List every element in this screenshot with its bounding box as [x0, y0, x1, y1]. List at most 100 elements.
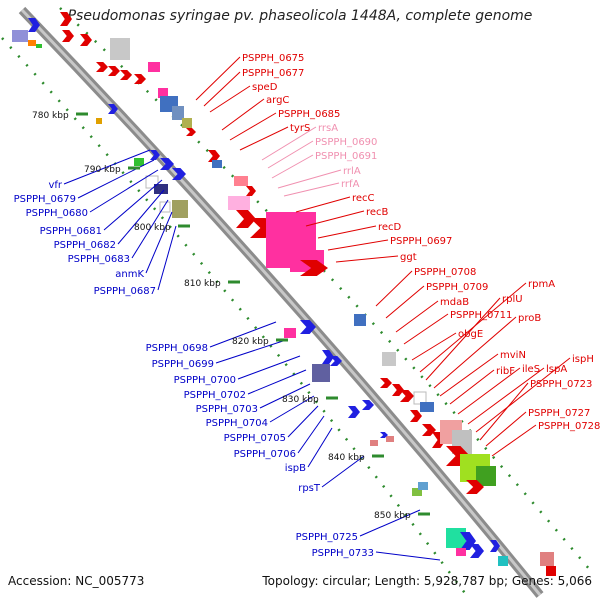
gene-arrow-glyph — [160, 158, 174, 170]
right-gene-label: tyrS — [290, 123, 310, 134]
right-gene-label: argC — [266, 95, 289, 106]
gene-block-glyph — [498, 556, 508, 566]
gene-block-glyph — [418, 482, 428, 490]
right-gene-label: speD — [252, 82, 278, 93]
accession-text: Accession: NC_005773 — [8, 574, 145, 588]
gene-arrow-glyph — [400, 390, 414, 402]
gene-block-glyph — [476, 466, 496, 486]
gene-block-glyph — [172, 200, 188, 218]
right-gene-label: obgE — [458, 329, 483, 340]
right-gene-label: ribF — [496, 366, 515, 377]
left-gene-labels: vfrPSPPH_0679PSPPH_0680PSPPH_0681PSPPH_0… — [14, 180, 374, 559]
gene-block-glyph — [212, 160, 222, 168]
left-gene-label: rpsT — [298, 483, 321, 494]
right-label-leader — [411, 332, 457, 361]
gene-block-glyph — [134, 158, 144, 166]
left-label-leader — [321, 455, 365, 488]
gene-block-glyph — [354, 314, 366, 326]
gene-arrow-glyph — [134, 74, 146, 84]
right-gene-label: PSPPH_0711 — [450, 310, 512, 321]
gene-block-glyph — [420, 402, 434, 412]
gene-arrow-glyph — [422, 424, 436, 436]
right-label-leader — [395, 300, 439, 333]
right-label-leader — [385, 285, 425, 319]
left-gene-label: ispB — [285, 463, 306, 474]
right-label-leader — [467, 367, 545, 425]
left-label-leader — [145, 211, 173, 274]
left-label-leader — [307, 427, 333, 468]
map-title: Pseudomonas syringae pv. phaseolicola 14… — [67, 8, 533, 24]
right-gene-label: rrfA — [341, 179, 360, 190]
gene-block-glyph — [284, 328, 296, 338]
kbp-tick-label: 800 kbp — [134, 223, 171, 233]
right-label-leader — [457, 367, 521, 415]
right-label-leader — [335, 255, 399, 263]
gene-arrow-glyph — [300, 320, 316, 334]
gene-block-glyph — [382, 352, 396, 366]
left-label-leader — [297, 415, 325, 454]
gene-arrow-glyph — [392, 384, 404, 396]
left-label-leader — [117, 189, 165, 245]
right-label-leader — [209, 85, 251, 113]
left-gene-label: PSPPH_0699 — [152, 359, 214, 370]
right-label-leader — [195, 56, 241, 101]
gene-block-glyph — [12, 30, 28, 42]
gene-block-glyph — [148, 62, 160, 72]
left-gene-label: PSPPH_0706 — [234, 449, 296, 460]
right-label-leader — [271, 154, 314, 179]
kbp-tick-label: 780 kbp — [32, 111, 69, 121]
left-label-leader — [157, 225, 177, 291]
right-label-leader — [375, 270, 413, 307]
gene-block-glyph — [386, 436, 394, 442]
gene-arrow-glyph — [80, 34, 92, 46]
right-gene-label: PSPPH_0685 — [278, 109, 340, 120]
right-label-leader — [283, 182, 340, 197]
left-gene-label: PSPPH_0680 — [26, 208, 88, 219]
gene-arrow-glyph — [208, 150, 220, 162]
left-gene-label: PSPPH_0681 — [40, 226, 102, 237]
right-label-leader — [295, 196, 351, 213]
left-label-leader — [287, 405, 319, 438]
right-gene-label: proB — [518, 313, 541, 324]
gene-arrow-glyph — [470, 544, 484, 558]
gene-block-glyph — [96, 118, 102, 124]
gene-block-glyph — [370, 440, 378, 446]
kbp-tick-label: 790 kbp — [84, 165, 121, 175]
kbp-tick-label: 830 kbp — [282, 395, 319, 405]
gene-arrow-glyph — [380, 378, 392, 388]
left-gene-label: anmK — [115, 269, 144, 280]
left-gene-label: PSPPH_0702 — [184, 390, 246, 401]
gene-block-glyph — [234, 176, 248, 186]
kbp-tick-label: 850 kbp — [374, 511, 411, 521]
kbp-tick-label: 840 kbp — [328, 453, 365, 463]
left-gene-label: PSPPH_0682 — [54, 240, 116, 251]
gene-arrow-glyph — [490, 540, 500, 552]
gene-arrow-glyph — [96, 62, 108, 72]
gene-arrow-glyph — [172, 168, 186, 180]
gene-block-glyph — [312, 364, 330, 382]
right-label-leader — [203, 71, 241, 107]
right-gene-label: ispH — [572, 354, 594, 365]
left-gene-label: PSPPH_0705 — [224, 433, 286, 444]
gene-block-glyph — [159, 201, 171, 213]
right-gene-label: recB — [366, 207, 389, 218]
right-gene-label: mviN — [500, 350, 526, 361]
gene-block-glyph — [182, 118, 192, 128]
kbp-tick-label: 820 kbp — [232, 337, 269, 347]
gene-arrow-glyph — [362, 400, 374, 410]
gene-block-glyph — [110, 38, 130, 60]
right-label-leader — [485, 411, 527, 447]
right-gene-label: PSPPH_0677 — [242, 68, 304, 79]
right-gene-label: rrsA — [318, 123, 338, 134]
left-label-leader — [269, 395, 315, 423]
leader-lines — [63, 56, 571, 561]
right-gene-label: PSPPH_0727 — [528, 408, 590, 419]
left-gene-label: PSPPH_0703 — [196, 404, 258, 415]
right-gene-label: PSPPH_0697 — [390, 236, 452, 247]
right-gene-label: PSPPH_0675 — [242, 53, 304, 64]
right-gene-label: rrlA — [343, 166, 361, 177]
right-gene-label: PSPPH_0690 — [315, 137, 377, 148]
right-label-leader — [403, 313, 449, 345]
gene-arrow-glyph — [120, 70, 132, 80]
